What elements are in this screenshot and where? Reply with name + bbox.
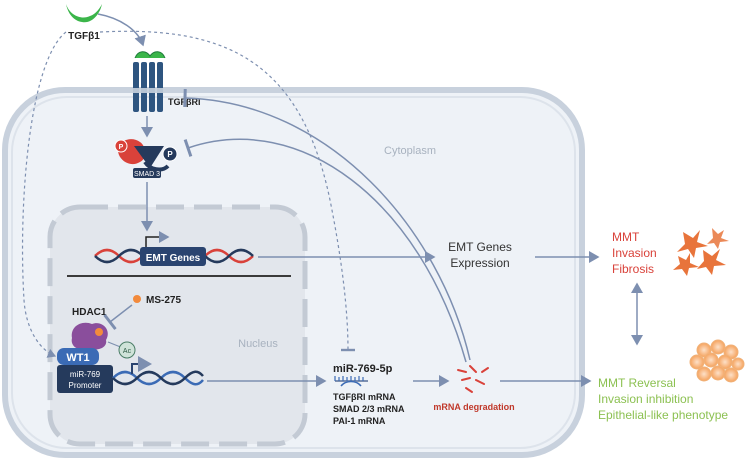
outcome-top-3: Fibrosis — [612, 262, 654, 276]
hdac1-enzyme-icon — [71, 322, 108, 350]
smad-label: SMAD 3 — [134, 171, 160, 178]
target-mrna-2: SMAD 2/3 mRNA — [333, 404, 405, 414]
emt-dna-icon — [94, 231, 254, 266]
promoter-dna-icon — [112, 356, 204, 386]
mrna-fragments-icon — [457, 365, 489, 393]
outcome-bottom-3: Epithelial-like phenotype — [598, 408, 728, 422]
arrow-ligand-to-receptor — [97, 13, 146, 47]
wt1-label: WT1 — [66, 352, 89, 364]
tgfb1-label: TGFβ1 — [68, 31, 100, 42]
emt-expression-line2: Expression — [450, 256, 509, 270]
smad-label-box — [133, 168, 161, 178]
outcome-bottom-2: Invasion inhibition — [598, 392, 693, 406]
ms275-dot-icon — [133, 295, 141, 303]
emt-expression-line1: EMT Genes — [448, 240, 512, 254]
promoter-box — [57, 365, 113, 393]
smad-p1-label: P — [119, 144, 124, 151]
target-mrna-1: TGFβRI mRNA — [333, 392, 396, 402]
ac-label: Ac — [123, 348, 132, 355]
dashed-tgfb1-to-mir — [99, 30, 356, 352]
epithelial-cells-icon — [689, 339, 745, 383]
nucleus — [47, 204, 308, 447]
promoter-label-2: Promoter — [69, 381, 102, 390]
mir-label: miR-769-5p — [333, 363, 393, 375]
promoter-label-1: miR-769 — [70, 370, 101, 379]
target-mrna-3: PAI-1 mRNA — [333, 416, 386, 426]
dashed-tgfb1-to-wt1 — [21, 31, 67, 358]
ms275-label: MS-275 — [146, 295, 181, 306]
ac-circle-icon — [118, 341, 136, 359]
ms275-inhibition — [103, 304, 133, 331]
outcome-top-1: MMT — [612, 230, 640, 244]
outcome-bottom-1: MMT Reversal — [598, 376, 676, 390]
tgfb1-ligand-icon — [66, 4, 102, 23]
outcome-top-2: Invasion — [612, 246, 657, 260]
mrna-degradation-label: mRNA degradation — [433, 402, 514, 412]
hdac1-label: HDAC1 — [72, 307, 107, 318]
smad-p2-label: P — [167, 150, 173, 159]
inhibition-degradation-to-smad — [183, 138, 467, 363]
mesenchymal-cells-icon — [673, 228, 729, 276]
tgfbri-receptor-icon — [130, 51, 166, 112]
cytoplasm-label: Cytoplasm — [384, 145, 436, 157]
inhibition-degradation-to-receptor — [183, 88, 471, 361]
emt-genes-label: EMT Genes — [146, 253, 201, 264]
wt1-box — [57, 348, 99, 365]
nucleus-label: Nucleus — [238, 338, 278, 350]
mirna-icon — [334, 376, 368, 387]
